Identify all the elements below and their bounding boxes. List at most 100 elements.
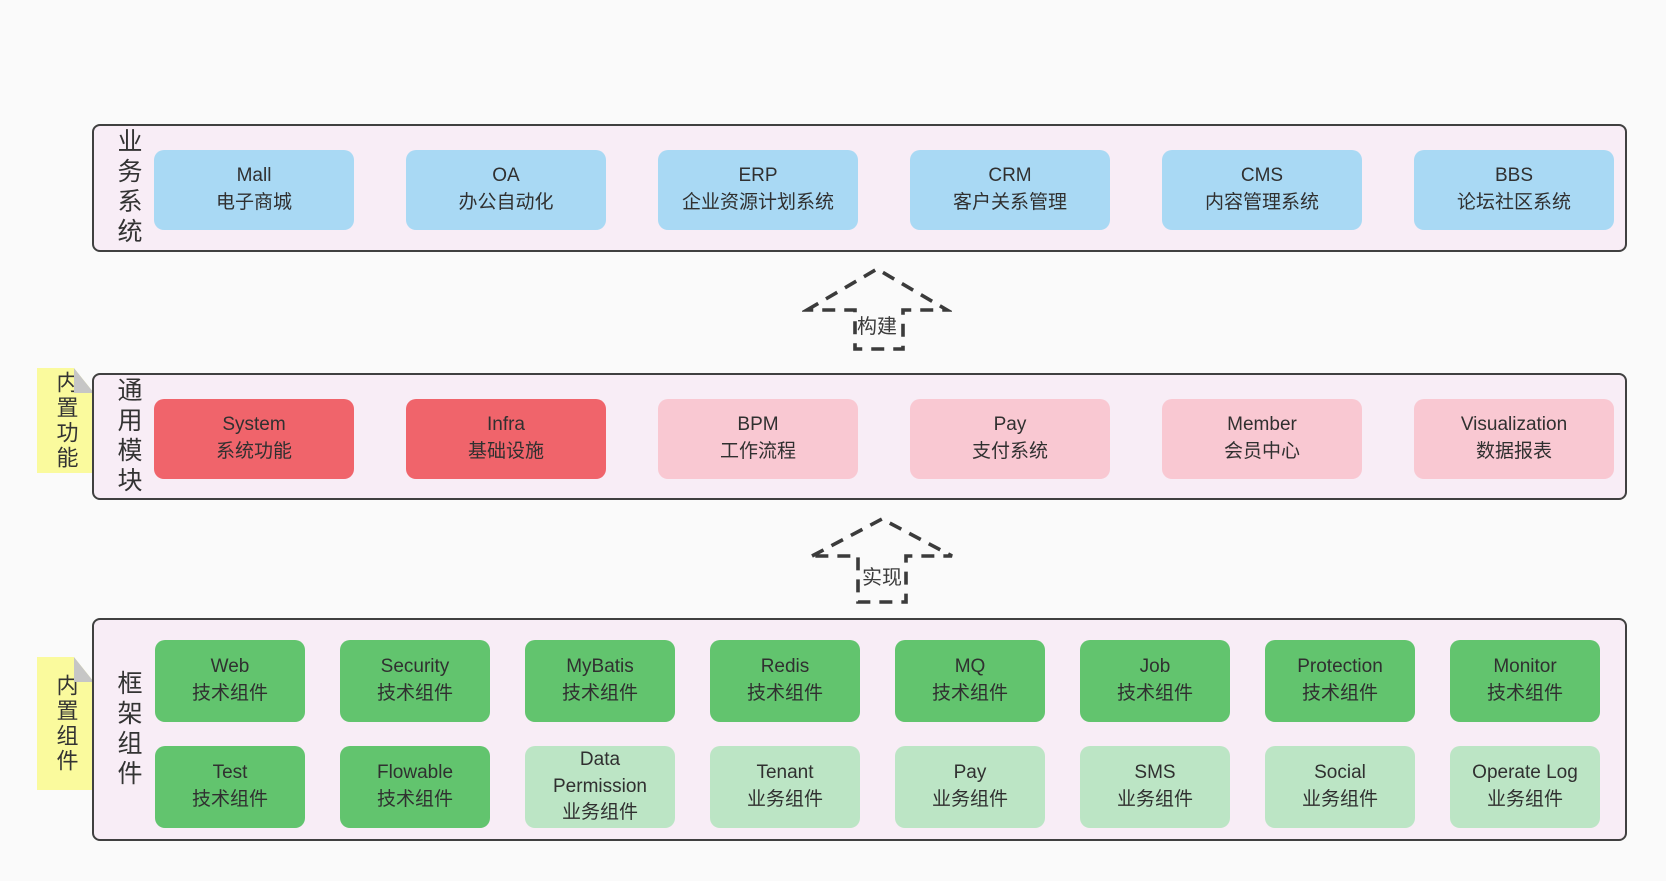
box-subtitle: 工作流程 [719,441,796,462]
box-title: MQ [954,656,986,678]
box-title: Social [1314,762,1366,784]
box-title: Pay [993,414,1027,436]
box-subtitle: 技术组件 [191,683,268,704]
box-title: Operate Log [1472,762,1578,784]
box-sms: SMS 业务组件 [1080,746,1230,828]
box-title: BBS [1494,165,1534,187]
box-subtitle: 技术组件 [561,683,638,704]
box-title: Job [1139,656,1171,678]
box-mq: MQ 技术组件 [895,640,1045,722]
box-subtitle: 技术组件 [931,683,1008,704]
box-title: Infra [486,414,526,436]
box-title: Redis [760,656,810,678]
box-member: Member 会员中心 [1162,399,1362,479]
box-crm: CRM 客户关系管理 [910,150,1110,230]
box-title: System [222,414,286,436]
box-title: Data Permission [553,748,647,797]
box-title: Member [1227,414,1297,436]
box-bbs: BBS 论坛社区系统 [1414,150,1614,230]
box-job: Job 技术组件 [1080,640,1230,722]
box-social: Social 业务组件 [1265,746,1415,828]
box-subtitle: 数据报表 [1475,441,1552,462]
box-title: ERP [738,165,778,187]
box-title: Mall [236,165,272,187]
box-subtitle: 论坛社区系统 [1456,192,1571,213]
box-subtitle: 业务组件 [561,802,638,824]
box-pay-biz: Pay 业务组件 [895,746,1045,828]
box-subtitle: 基础设施 [467,441,544,462]
box-subtitle: 业务组件 [1301,789,1378,810]
box-web: Web 技术组件 [155,640,305,722]
box-subtitle: 客户关系管理 [952,192,1067,213]
box-title: BPM [737,414,779,436]
box-subtitle: 支付系统 [971,441,1048,462]
box-subtitle: 技术组件 [746,683,823,704]
box-title: Pay [953,762,987,784]
sticky-built-in-components: 内置组件 [37,657,94,790]
box-title: Protection [1297,656,1383,678]
box-system: System 系统功能 [154,399,354,479]
arrow-up-build: 构建 [802,264,952,354]
sticky-label: 内置组件 [53,673,79,774]
band-common-modules: 通用模块 System 系统功能 Infra 基础设施 BPM 工作流程 Pay… [92,373,1627,500]
box-visualization: Visualization 数据报表 [1414,399,1614,479]
arrow-implement-label: 实现 [862,567,902,589]
box-title: Monitor [1493,656,1557,678]
box-protection: Protection 技术组件 [1265,640,1415,722]
box-title: CMS [1240,165,1284,187]
band-framework-components: 框架组件 Web 技术组件 Security 技术组件 MyBatis 技术组件… [92,618,1627,841]
box-security: Security 技术组件 [340,640,490,722]
box-subtitle: 技术组件 [376,683,453,704]
band-business-label: 业务系统 [114,128,142,248]
box-subtitle: 业务组件 [1116,789,1193,810]
box-title: Test [212,762,248,784]
box-subtitle: 技术组件 [1116,683,1193,704]
box-subtitle: 业务组件 [1486,789,1563,810]
box-mybatis: MyBatis 技术组件 [525,640,675,722]
arrow-build-label: 构建 [857,316,897,338]
box-subtitle: 业务组件 [746,789,823,810]
dashed-up-arrow-icon [811,516,953,604]
box-erp: ERP 企业资源计划系统 [658,150,858,230]
box-title: Web [210,656,250,678]
box-redis: Redis 技术组件 [710,640,860,722]
box-oa: OA 办公自动化 [406,150,606,230]
box-title: CRM [988,165,1032,187]
box-title: MyBatis [566,656,634,678]
band-modules-label: 通用模块 [114,376,142,497]
fold-corner-icon [74,657,94,682]
band-business-systems: 业务系统 Mall 电子商城 OA 办公自动化 ERP 企业资源计划系统 CRM… [92,124,1627,252]
box-test: Test 技术组件 [155,746,305,828]
box-subtitle: 内容管理系统 [1204,192,1319,213]
box-monitor: Monitor 技术组件 [1450,640,1600,722]
box-infra: Infra 基础设施 [406,399,606,479]
box-operate-log: Operate Log 业务组件 [1450,746,1600,828]
sticky-built-in-features: 内置功能 [37,368,94,473]
box-title: SMS [1134,762,1176,784]
box-subtitle: 技术组件 [191,789,268,810]
box-subtitle: 技术组件 [376,789,453,810]
box-data-permission: Data Permission 业务组件 [525,746,675,828]
box-mall: Mall 电子商城 [154,150,354,230]
box-title: Tenant [756,762,814,784]
fold-corner-icon [74,368,94,393]
band-framework-label: 框架组件 [114,669,142,790]
box-subtitle: 企业资源计划系统 [681,192,834,213]
box-subtitle: 业务组件 [931,789,1008,810]
box-title: Visualization [1460,414,1568,436]
box-bpm: BPM 工作流程 [658,399,858,479]
box-subtitle: 会员中心 [1223,441,1300,462]
box-title: OA [492,165,520,187]
box-subtitle: 技术组件 [1301,683,1378,704]
box-title: Flowable [376,762,454,784]
box-subtitle: 办公自动化 [458,192,554,213]
arrow-up-implement: 实现 [807,514,957,607]
box-subtitle: 电子商城 [215,192,292,213]
box-subtitle: 技术组件 [1486,683,1563,704]
box-tenant: Tenant 业务组件 [710,746,860,828]
box-title: Security [380,656,450,678]
box-pay: Pay 支付系统 [910,399,1110,479]
box-subtitle: 系统功能 [215,441,292,462]
box-cms: CMS 内容管理系统 [1162,150,1362,230]
